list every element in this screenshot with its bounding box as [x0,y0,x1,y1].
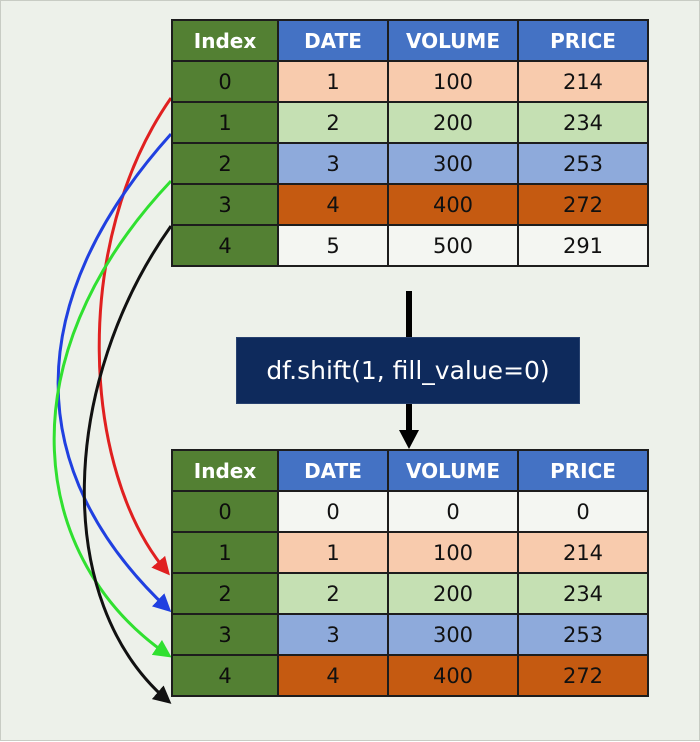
volume-cell: 300 [387,142,519,185]
date-cell: 2 [277,572,389,615]
volume-cell: 500 [387,224,519,267]
table-row: 3 4 400 272 [171,183,649,226]
price-cell: 291 [517,224,649,267]
index-cell: 2 [171,142,279,185]
arrow-row-1-to-2 [56,132,173,613]
date-cell: 4 [277,183,389,226]
column-header-volume: VOLUME [387,449,519,492]
volume-cell: 0 [387,490,519,533]
index-cell: 1 [171,531,279,574]
price-cell: 253 [517,142,649,185]
date-cell: 4 [277,654,389,697]
operation-label: df.shift(1, fill_value=0) [236,337,580,404]
volume-cell: 300 [387,613,519,656]
index-cell: 2 [171,572,279,615]
table-row: 2 2 200 234 [171,572,649,615]
volume-cell: 400 [387,654,519,697]
date-cell: 5 [277,224,389,267]
index-cell: 4 [171,224,279,267]
arrow-row-2-to-3 [52,179,173,658]
volume-cell: 100 [387,60,519,103]
price-cell: 253 [517,613,649,656]
volume-cell: 200 [387,101,519,144]
column-header-date: DATE [277,449,389,492]
header-row: Index DATE VOLUME PRICE [171,19,649,62]
volume-cell: 400 [387,183,519,226]
date-cell: 2 [277,101,389,144]
column-header-price: PRICE [517,19,649,62]
volume-cell: 200 [387,572,519,615]
table-row: 1 2 200 234 [171,101,649,144]
column-header-date: DATE [277,19,389,62]
shifted-dataframe-table: Index DATE VOLUME PRICE 0 0 0 0 1 1 100 … [171,449,649,697]
column-header-volume: VOLUME [387,19,519,62]
date-cell: 1 [277,60,389,103]
table-row: 2 3 300 253 [171,142,649,185]
header-row: Index DATE VOLUME PRICE [171,449,649,492]
column-header-index: Index [171,19,279,62]
index-cell: 3 [171,183,279,226]
price-cell: 214 [517,60,649,103]
price-cell: 0 [517,490,649,533]
date-cell: 3 [277,142,389,185]
price-cell: 272 [517,654,649,697]
index-cell: 3 [171,613,279,656]
date-cell: 1 [277,531,389,574]
index-cell: 4 [171,654,279,697]
index-cell: 1 [171,101,279,144]
index-cell: 0 [171,60,279,103]
table-row: 0 1 100 214 [171,60,649,103]
price-cell: 234 [517,101,649,144]
table-row: 3 3 300 253 [171,613,649,656]
volume-cell: 100 [387,531,519,574]
date-cell: 0 [277,490,389,533]
arrow-row-3-to-4 [82,225,173,704]
price-cell: 234 [517,572,649,615]
table-row: 1 1 100 214 [171,531,649,574]
price-cell: 272 [517,183,649,226]
date-cell: 3 [277,613,389,656]
price-cell: 214 [517,531,649,574]
table-row: 4 5 500 291 [171,224,649,267]
table-row: 0 0 0 0 [171,490,649,533]
column-header-index: Index [171,449,279,492]
column-header-price: PRICE [517,449,649,492]
table-row: 4 4 400 272 [171,654,649,697]
source-dataframe-table: Index DATE VOLUME PRICE 0 1 100 214 1 2 … [171,19,649,267]
down-arrow-head [399,430,419,449]
arrow-row-0-to-1 [97,97,173,576]
index-cell: 0 [171,490,279,533]
